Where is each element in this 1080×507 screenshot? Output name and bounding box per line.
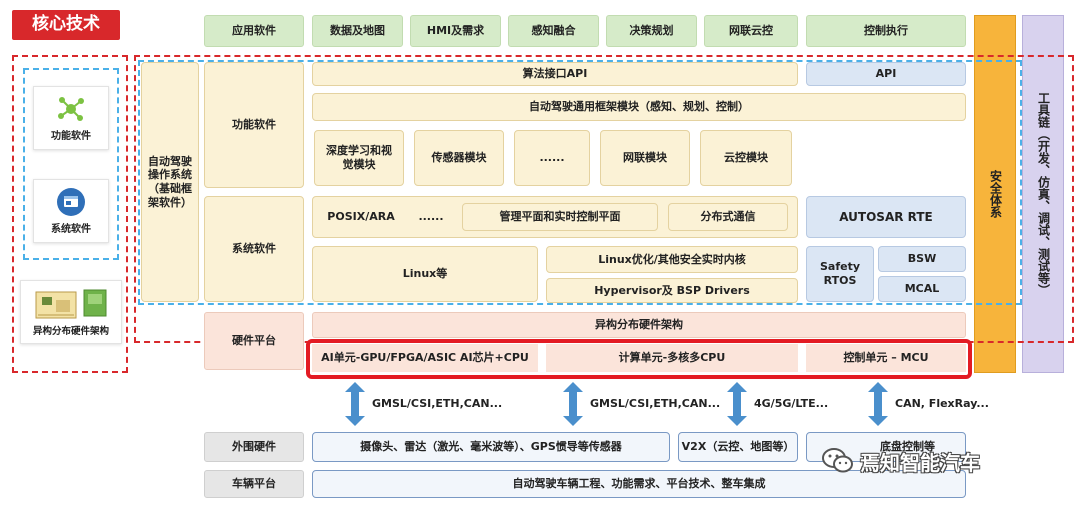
autosar-rte: AUTOSAR RTE: [806, 196, 966, 238]
link-arrow-chassis: [868, 382, 888, 426]
functional-software-label: 功能软件: [204, 62, 304, 188]
system-ellipsis: ......: [418, 210, 444, 224]
module-network: 网联模块: [600, 130, 690, 186]
vehicle-platform-content: 自动驾驶车辆工程、功能需求、平台技术、整车集成: [312, 470, 966, 498]
module-sensor: 传感器模块: [414, 130, 504, 186]
ai-unit: AI单元-GPU/FPGA/ASIC AI芯片+CPU: [312, 344, 538, 372]
left-panel-frame: [12, 55, 128, 373]
algorithm-api-box: 算法接口API: [312, 62, 798, 86]
chassis-control-label: 底盘控制等: [880, 440, 935, 454]
v2x-box: V2X（云控、地图等）: [678, 432, 798, 462]
external-hardware-label: 外围硬件: [204, 432, 304, 462]
safety-rtos-box: Safety RTOS: [806, 246, 874, 302]
system-software-label: 系统软件: [204, 196, 304, 302]
molecule-network-icon: [58, 97, 84, 121]
bsw-box: BSW: [878, 246, 966, 272]
framework-module-box: 自动驾驶通用框架模块（感知、规划、控制）: [312, 93, 966, 121]
wechat-icon: [822, 448, 853, 473]
left-item-functional: 功能软件: [33, 86, 109, 150]
left-item-system: 系统软件: [33, 179, 109, 243]
link-label-v2x: 4G/5G/LTE...: [754, 397, 829, 410]
app-item-v2x-cloud: 网联云控: [704, 15, 798, 47]
app-item-hmi: HMI及需求: [410, 15, 501, 47]
linux-optimization-box: Linux优化/其他安全实时内核: [546, 246, 798, 273]
toolchain-label: 工具链（开发、仿真、调试、测试等）: [1036, 92, 1051, 296]
safety-system-label: 安全体系: [988, 170, 1003, 218]
system-window-icon: [57, 188, 85, 216]
app-item-data-map: 数据及地图: [312, 15, 403, 47]
watermark: 焉知智能汽车: [822, 444, 1066, 478]
watermark-text: 焉知智能汽车: [860, 450, 980, 475]
control-unit-mcu: 控制单元 – MCU: [806, 344, 966, 372]
module-cloud-control: 云控模块: [700, 130, 792, 186]
safety-system-bar: 安全体系: [974, 15, 1016, 373]
management-control-plane: 管理平面和实时控制平面: [462, 203, 658, 231]
link-arrow-sensors: [345, 382, 365, 426]
hardware-arch-bar: 异构分布硬件架构: [312, 312, 966, 338]
hypervisor-bsp-box: Hypervisor及 BSP Drivers: [546, 278, 798, 303]
compute-unit: 计算单元-多核多CPU: [546, 344, 798, 372]
app-item-perception-fusion: 感知融合: [508, 15, 599, 47]
app-item-decision-planning: 决策规划: [606, 15, 697, 47]
link-label-compute: GMSL/CSI,ETH,CAN...: [590, 397, 721, 410]
toolchain-bar: 工具链（开发、仿真、调试、测试等）: [1022, 15, 1064, 373]
os-framework-label: 自动驾驶操作系统（基础框架软件）: [141, 62, 199, 302]
left-panel-software-group: [23, 68, 119, 260]
vehicle-platform-label: 车辆平台: [204, 470, 304, 498]
left-item-label: 异构分布硬件架构: [32, 325, 109, 337]
left-item-label: 系统软件: [51, 224, 91, 235]
left-item-label: 功能软件: [51, 131, 91, 142]
api-box: API: [806, 62, 966, 86]
module-deep-learning: 深度学习和视觉模块: [314, 130, 404, 186]
software-stack-frame: [138, 60, 1022, 305]
sensors-box: 摄像头、雷达（激光、毫米波等）、GPS惯导等传感器: [312, 432, 670, 462]
link-label-chassis: CAN, FlexRay...: [895, 397, 989, 410]
app-item-control-execution: 控制执行: [806, 15, 966, 47]
posix-ara: POSIX/ARA: [327, 210, 395, 224]
hardware-platform-label: 硬件平台: [204, 312, 304, 370]
app-software-label: 应用软件: [204, 15, 304, 47]
linux-box: Linux等: [312, 246, 538, 302]
link-arrow-v2x: [727, 382, 747, 426]
core-tech-title: 核心技术: [12, 10, 120, 40]
circuit-board-icon: [35, 289, 107, 318]
hardware-units-highlight: [306, 339, 972, 379]
mcal-box: MCAL: [878, 276, 966, 302]
module-ellipsis: ......: [514, 130, 590, 186]
left-item-hardware: 异构分布硬件架构: [20, 280, 122, 344]
distributed-communication: 分布式通信: [668, 203, 788, 231]
link-label-sensors: GMSL/CSI,ETH,CAN...: [372, 397, 503, 410]
link-arrow-compute: [563, 382, 583, 426]
